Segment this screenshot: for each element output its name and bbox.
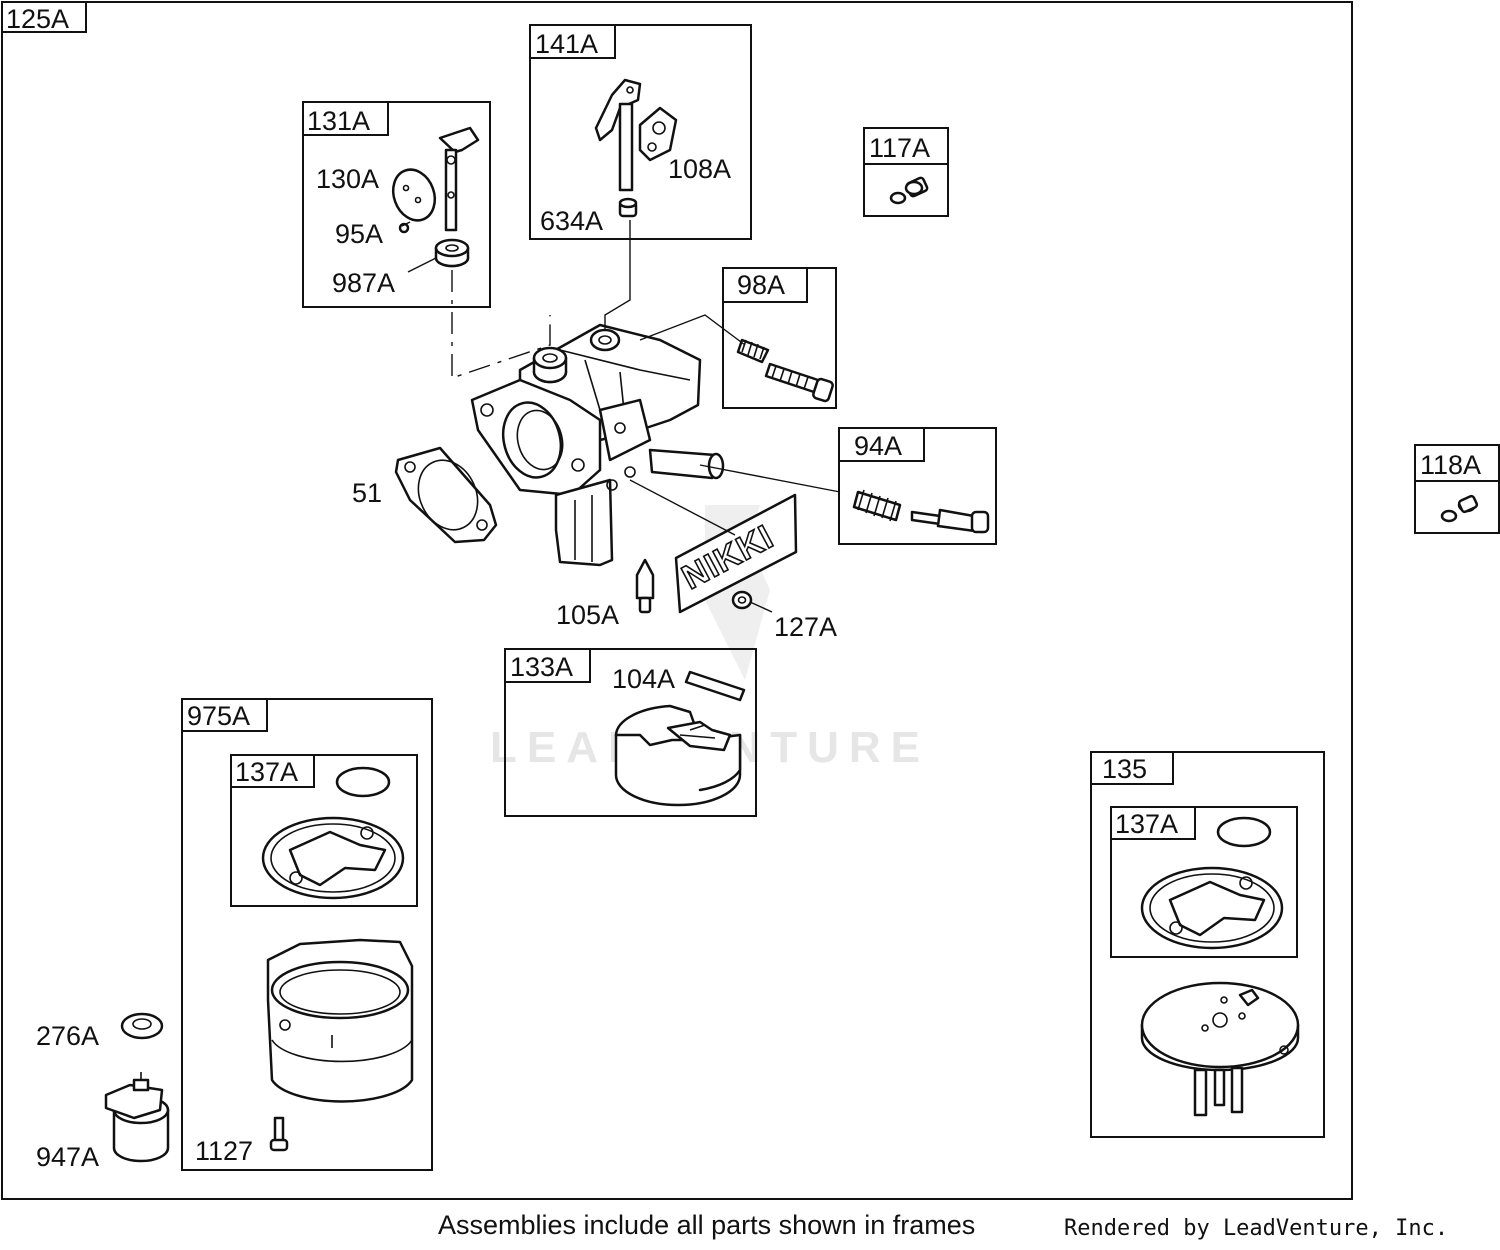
float-part xyxy=(614,704,742,807)
label-95a: 95A xyxy=(335,219,383,249)
solenoid-947a-part xyxy=(104,1072,170,1163)
footer-note: Assemblies include all parts shown in fr… xyxy=(438,1210,975,1240)
gasket-108a-part xyxy=(638,106,678,162)
screw-1127-part xyxy=(269,1116,289,1152)
jet-117a-part xyxy=(889,176,929,205)
label-987a: 987A xyxy=(332,268,395,298)
label-130a: 130A xyxy=(316,164,379,194)
frame-135-inner-label: 137A xyxy=(1115,809,1178,839)
gasket-51-part xyxy=(394,446,498,544)
label-51: 51 xyxy=(352,478,382,508)
frame-117a-label: 117A xyxy=(869,133,930,163)
frame-94a: 94A xyxy=(838,427,997,545)
frame-118a: 118A xyxy=(1414,444,1500,534)
mixture-screw-94a-part xyxy=(852,489,990,534)
label-127a: 127A xyxy=(774,612,837,642)
seal-127a-part xyxy=(731,590,753,610)
choke-shaft-part xyxy=(594,78,642,192)
label-105a: 105A xyxy=(556,600,619,630)
frame-125a xyxy=(1,1,1353,1200)
bowl-gasket-135-part xyxy=(1140,866,1284,950)
needle-105a-part xyxy=(635,558,655,614)
label-276a: 276A xyxy=(36,1021,99,1051)
frame-98a-label: 98A xyxy=(737,270,785,300)
frame-125a-label: 125A xyxy=(6,4,69,34)
o-ring-135-part xyxy=(1216,816,1272,848)
bowl-plate-part xyxy=(1140,981,1300,1117)
footer-credit: Rendered by LeadVenture, Inc. xyxy=(1064,1216,1448,1241)
idle-screw-98a-part xyxy=(736,338,834,403)
frame-141a: 141A 108A 634A xyxy=(529,24,752,240)
frame-117a: 117A xyxy=(863,127,949,217)
frame-135-label: 135 xyxy=(1102,754,1147,784)
o-ring-part xyxy=(335,766,391,798)
leader-lines xyxy=(401,220,841,613)
seal-part xyxy=(434,238,470,268)
throttle-plate-part xyxy=(391,168,437,222)
frame-131a: 131A 130A 95A 987A xyxy=(302,101,491,308)
frame-975a-label: 975A xyxy=(187,701,250,731)
washer-276a-part xyxy=(120,1012,164,1040)
frame-975a: 975A 137A 1127 xyxy=(181,698,433,1171)
fuel-bowl-part xyxy=(266,938,414,1103)
label-104a: 104A xyxy=(612,664,675,694)
pin-104a-part xyxy=(684,670,746,702)
label-1127: 1127 xyxy=(195,1136,253,1166)
carburetor-body-part xyxy=(470,323,725,567)
label-634a: 634A xyxy=(540,206,603,236)
throttle-shaft-part xyxy=(438,126,480,232)
jet-118a-part xyxy=(1440,494,1479,523)
frame-94a-label: 94A xyxy=(854,431,902,461)
bowl-gasket-part xyxy=(261,816,405,900)
frame-98a: 98A xyxy=(722,267,837,409)
label-108a: 108A xyxy=(668,154,731,184)
frame-131a-label: 131A xyxy=(307,106,370,136)
frame-975a-inner-label: 137A xyxy=(235,757,298,787)
label-947a: 947A xyxy=(36,1142,99,1172)
frame-141a-label: 141A xyxy=(535,29,598,59)
frame-133a: 133A 104A xyxy=(504,648,757,817)
frame-133a-label: 133A xyxy=(510,652,573,682)
spring-634a-part xyxy=(618,197,638,218)
frame-118a-label: 118A xyxy=(1420,450,1481,480)
frame-135: 135 137A xyxy=(1090,751,1325,1138)
frame-125a-tag xyxy=(1,1,87,33)
